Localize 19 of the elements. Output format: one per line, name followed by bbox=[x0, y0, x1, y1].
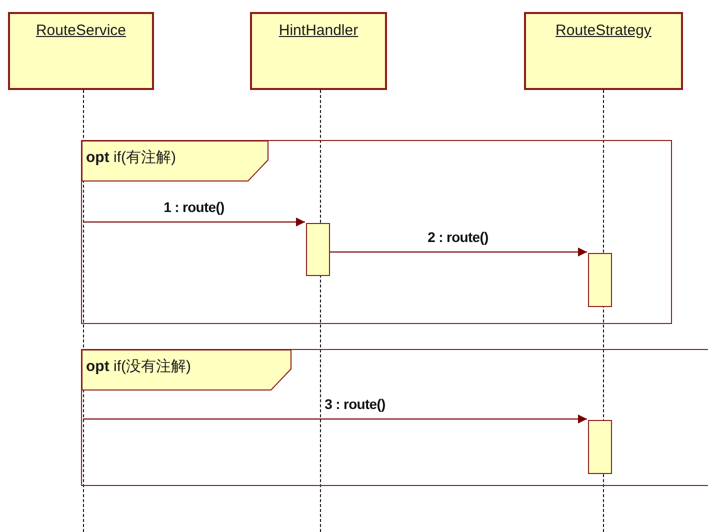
fragment-label: opt if(没有注解) bbox=[86, 358, 191, 377]
fragment-frame bbox=[81, 349, 708, 486]
participant-box bbox=[8, 12, 154, 90]
participant-box bbox=[250, 12, 387, 90]
participant-name: RouteStrategy bbox=[556, 22, 652, 41]
message-arrow bbox=[329, 248, 587, 256]
message-label: 2 : route() bbox=[428, 230, 488, 244]
activation-bar bbox=[588, 420, 612, 474]
participant-name: HintHandler bbox=[278, 22, 358, 41]
message-label: 3 : route() bbox=[324, 397, 386, 411]
participant-name: RouteService bbox=[36, 22, 126, 41]
fragment-label: opt if(有注解) bbox=[86, 149, 176, 168]
message-label: 1 : route() bbox=[164, 200, 224, 214]
message-arrow bbox=[83, 414, 587, 424]
activation-bar bbox=[588, 253, 612, 307]
activation-bar bbox=[306, 223, 330, 276]
fragment-frame bbox=[81, 140, 672, 324]
participant-box bbox=[524, 12, 683, 90]
message-arrow bbox=[83, 218, 305, 226]
